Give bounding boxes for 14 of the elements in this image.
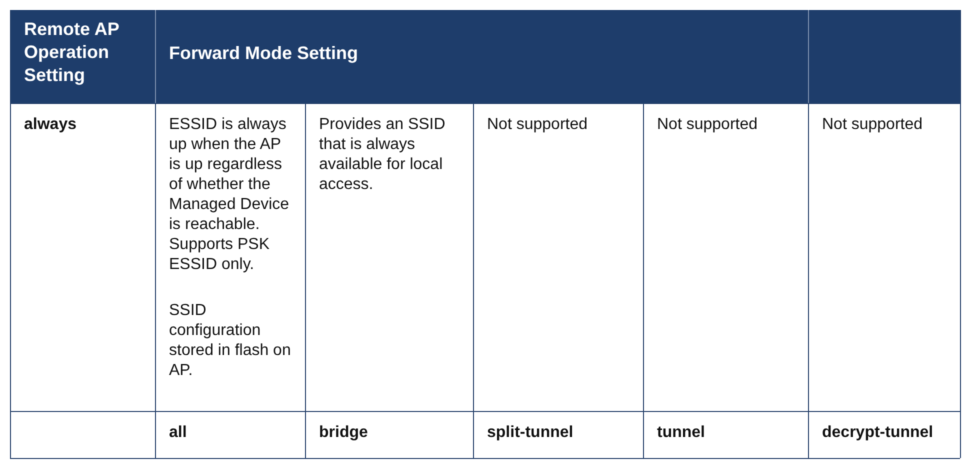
row-header: always bbox=[24, 115, 76, 135]
cell-text: Provides an SSID that is always available for local access. bbox=[319, 115, 446, 195]
column-header: Forward Mode Setting bbox=[169, 42, 358, 65]
cell-text: Not supported bbox=[487, 115, 588, 135]
cell-text: Not supported bbox=[657, 115, 758, 135]
cell-text: decrypt-tunnel bbox=[822, 423, 934, 443]
cell-text: all bbox=[169, 423, 187, 443]
column-header: Remote AP Operation Setting bbox=[24, 18, 120, 87]
cell-text: Not supported bbox=[822, 115, 923, 135]
cell-text: SSID configuration stored in flash on AP. bbox=[169, 301, 292, 381]
cell-text: bridge bbox=[319, 423, 368, 443]
cell-text: split-tunnel bbox=[487, 423, 574, 443]
cell-text: ESSID is always up when the AP is up regardless of whether the Managed Device is reachable. Supports PSK ESSID only. bbox=[169, 115, 290, 275]
cell-text: tunnel bbox=[657, 423, 705, 443]
